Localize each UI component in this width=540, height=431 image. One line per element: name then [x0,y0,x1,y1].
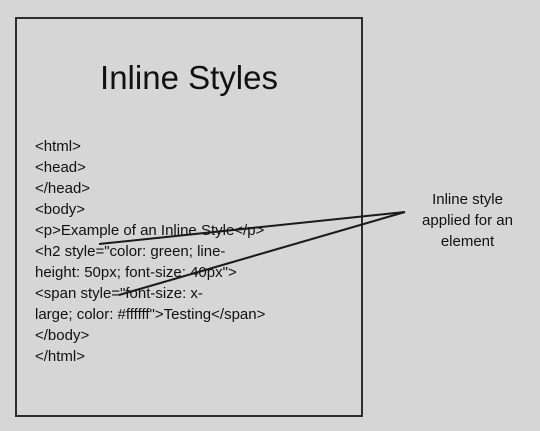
slide-frame: Inline Styles <html> <head> </head> <bod… [15,17,363,417]
code-line: <body> [35,201,86,218]
code-line: <span style="font-size: x- [35,285,203,302]
code-block: <html> <head> </head> <body> <p>Example … [35,136,335,367]
annotation-label: Inline style applied for an element [410,189,525,252]
code-line: <html> [35,138,81,155]
code-line: <h2 style="color: green; line- [35,243,226,260]
annotation-line: element [440,233,495,250]
code-line: </body> [35,327,90,344]
code-line: height: 50px; font-size: 40px"> [35,264,237,281]
code-line: <p>Example of an Inline Style</p> [35,222,265,239]
code-line: </head> [35,180,91,197]
code-line: </html> [35,348,86,365]
annotation-line: Inline style [432,191,503,208]
slide-title: Inline Styles [100,59,278,96]
annotation-line: applied for an [422,212,513,229]
code-line: large; color: #ffffff">Testing</span> [35,306,266,323]
code-line: <head> [35,159,86,176]
